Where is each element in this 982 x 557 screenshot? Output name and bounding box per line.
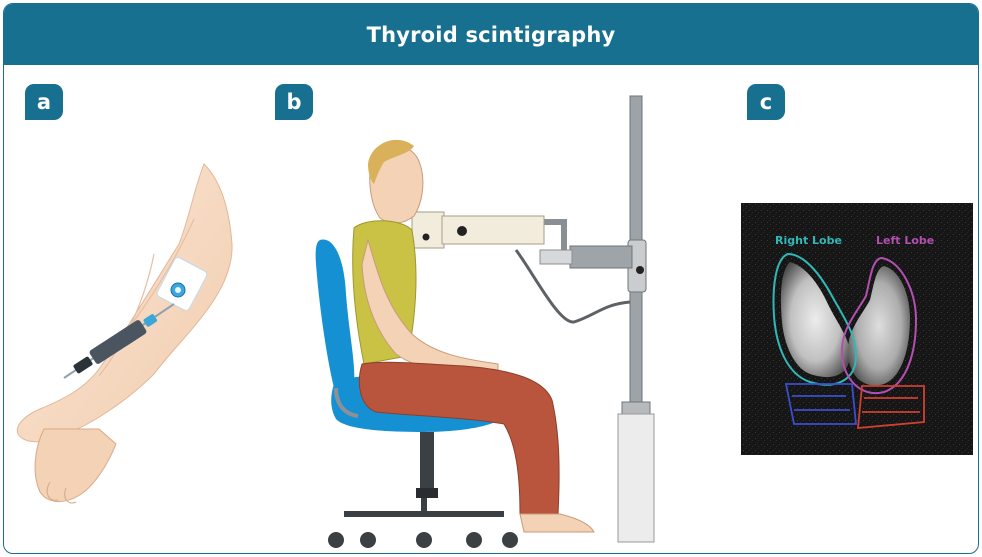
right-lobe-label: Right Lobe (775, 234, 842, 247)
panel-c-scan: Right Lobe Left Lobe (4, 4, 979, 554)
left-lobe-label: Left Lobe (876, 234, 934, 247)
figure-frame: Thyroid scintigraphy a b c (3, 3, 979, 554)
